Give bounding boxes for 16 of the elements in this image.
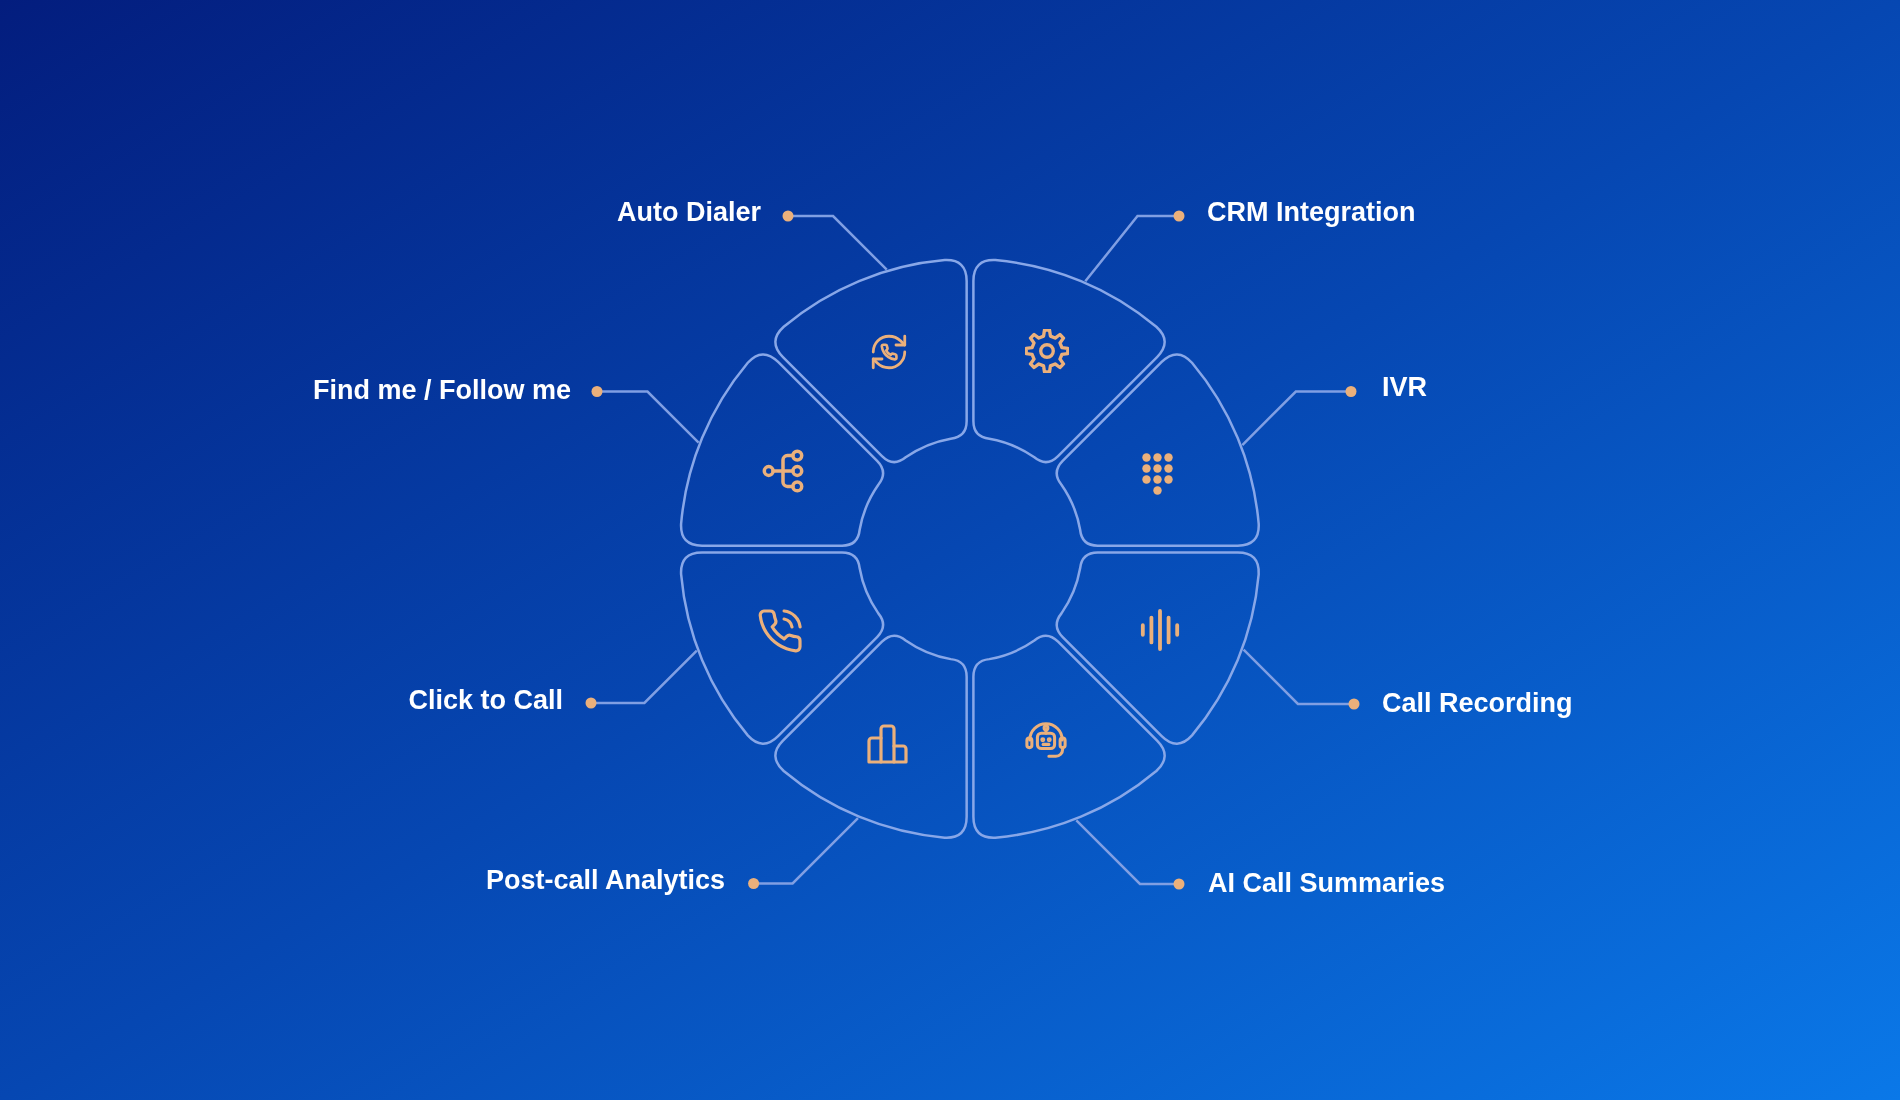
leader-line — [1241, 386, 1357, 446]
feature-label: Post-call Analytics — [485, 864, 725, 897]
leader-line — [748, 817, 859, 889]
feature-label: Click to Call — [408, 683, 563, 717]
feature-label: Call Recording — [1382, 687, 1573, 720]
leader-line — [585, 649, 698, 709]
feature-label: CRM Integration — [1207, 196, 1416, 229]
leader-line — [1075, 819, 1185, 890]
feature-label: Auto Dialer — [616, 196, 761, 229]
leader-line — [591, 386, 700, 444]
feature-label: AI Call Summaries — [1208, 867, 1446, 900]
feature-label: IVR — [1382, 371, 1427, 404]
leader-line — [782, 210, 888, 271]
feature-label: Find me / Follow me — [312, 374, 571, 407]
leader-line — [1242, 648, 1360, 710]
leader-line — [1084, 210, 1185, 283]
